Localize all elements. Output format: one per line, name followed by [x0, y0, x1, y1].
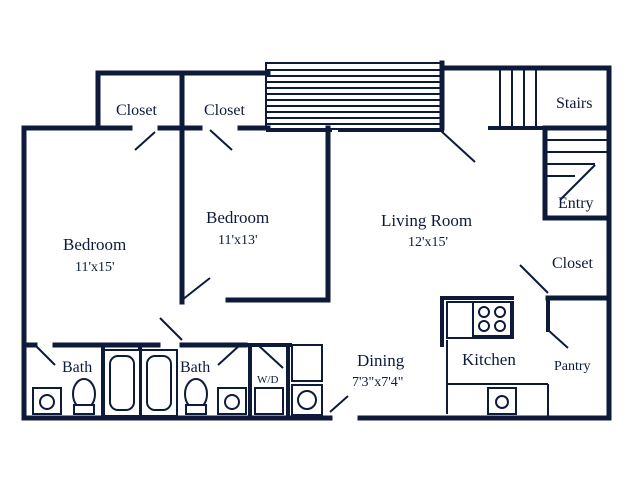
- stair-treads: [499, 68, 609, 177]
- label-washer-dryer: W/D: [257, 374, 278, 386]
- balcony-slats: [266, 69, 442, 125]
- water-heater-icon: [291, 344, 323, 382]
- label-pantry: Pantry: [554, 359, 591, 374]
- label-bedroom-mid: Bedroom: [206, 208, 269, 227]
- label-closet-mid: Closet: [204, 102, 245, 119]
- label-closet-right: Closet: [552, 255, 593, 272]
- label-dining: Dining: [357, 351, 405, 370]
- toilet-tank-icon-2: [185, 404, 207, 415]
- bathtub-basin-icon: [109, 355, 135, 411]
- label-bath-right: Bath: [180, 359, 210, 376]
- sink-basin-icon: [39, 394, 55, 410]
- fixtures: [32, 301, 549, 418]
- label-closet-left: Closet: [116, 102, 157, 119]
- label-dining-size: 7'3"x7'4": [352, 375, 403, 390]
- toilet-tank-icon: [73, 404, 95, 415]
- door-swings: [34, 129, 596, 413]
- burner-icon-3: [478, 320, 490, 332]
- bathtub-basin-icon-2: [146, 355, 172, 411]
- burner-icon-4: [494, 320, 506, 332]
- kitchen-sink-icon: [487, 387, 517, 415]
- label-bedroom-left: Bedroom: [63, 235, 126, 254]
- label-bedroom-left-size: 11'x15': [75, 260, 115, 275]
- room-labels: Closet Closet Stairs Entry Bedroom 11'x1…: [62, 95, 594, 390]
- sink-basin-icon-2: [224, 394, 240, 410]
- washer-icon: [254, 387, 284, 415]
- balcony: [265, 62, 443, 130]
- stove-icon: [472, 301, 512, 337]
- label-living-room: Living Room: [381, 211, 472, 230]
- label-kitchen: Kitchen: [462, 350, 516, 369]
- burner-icon-1: [478, 306, 490, 318]
- walls: [21, 60, 612, 421]
- kitchen-sink-basin-icon: [495, 395, 509, 409]
- label-bedroom-mid-size: 11'x13': [218, 233, 258, 248]
- dryer-drum-icon: [297, 390, 317, 410]
- label-entry: Entry: [558, 195, 594, 212]
- burner-icon-2: [494, 306, 506, 318]
- label-bath-left: Bath: [62, 359, 92, 376]
- label-stairs: Stairs: [556, 95, 592, 112]
- label-living-room-size: 12'x15': [408, 235, 448, 250]
